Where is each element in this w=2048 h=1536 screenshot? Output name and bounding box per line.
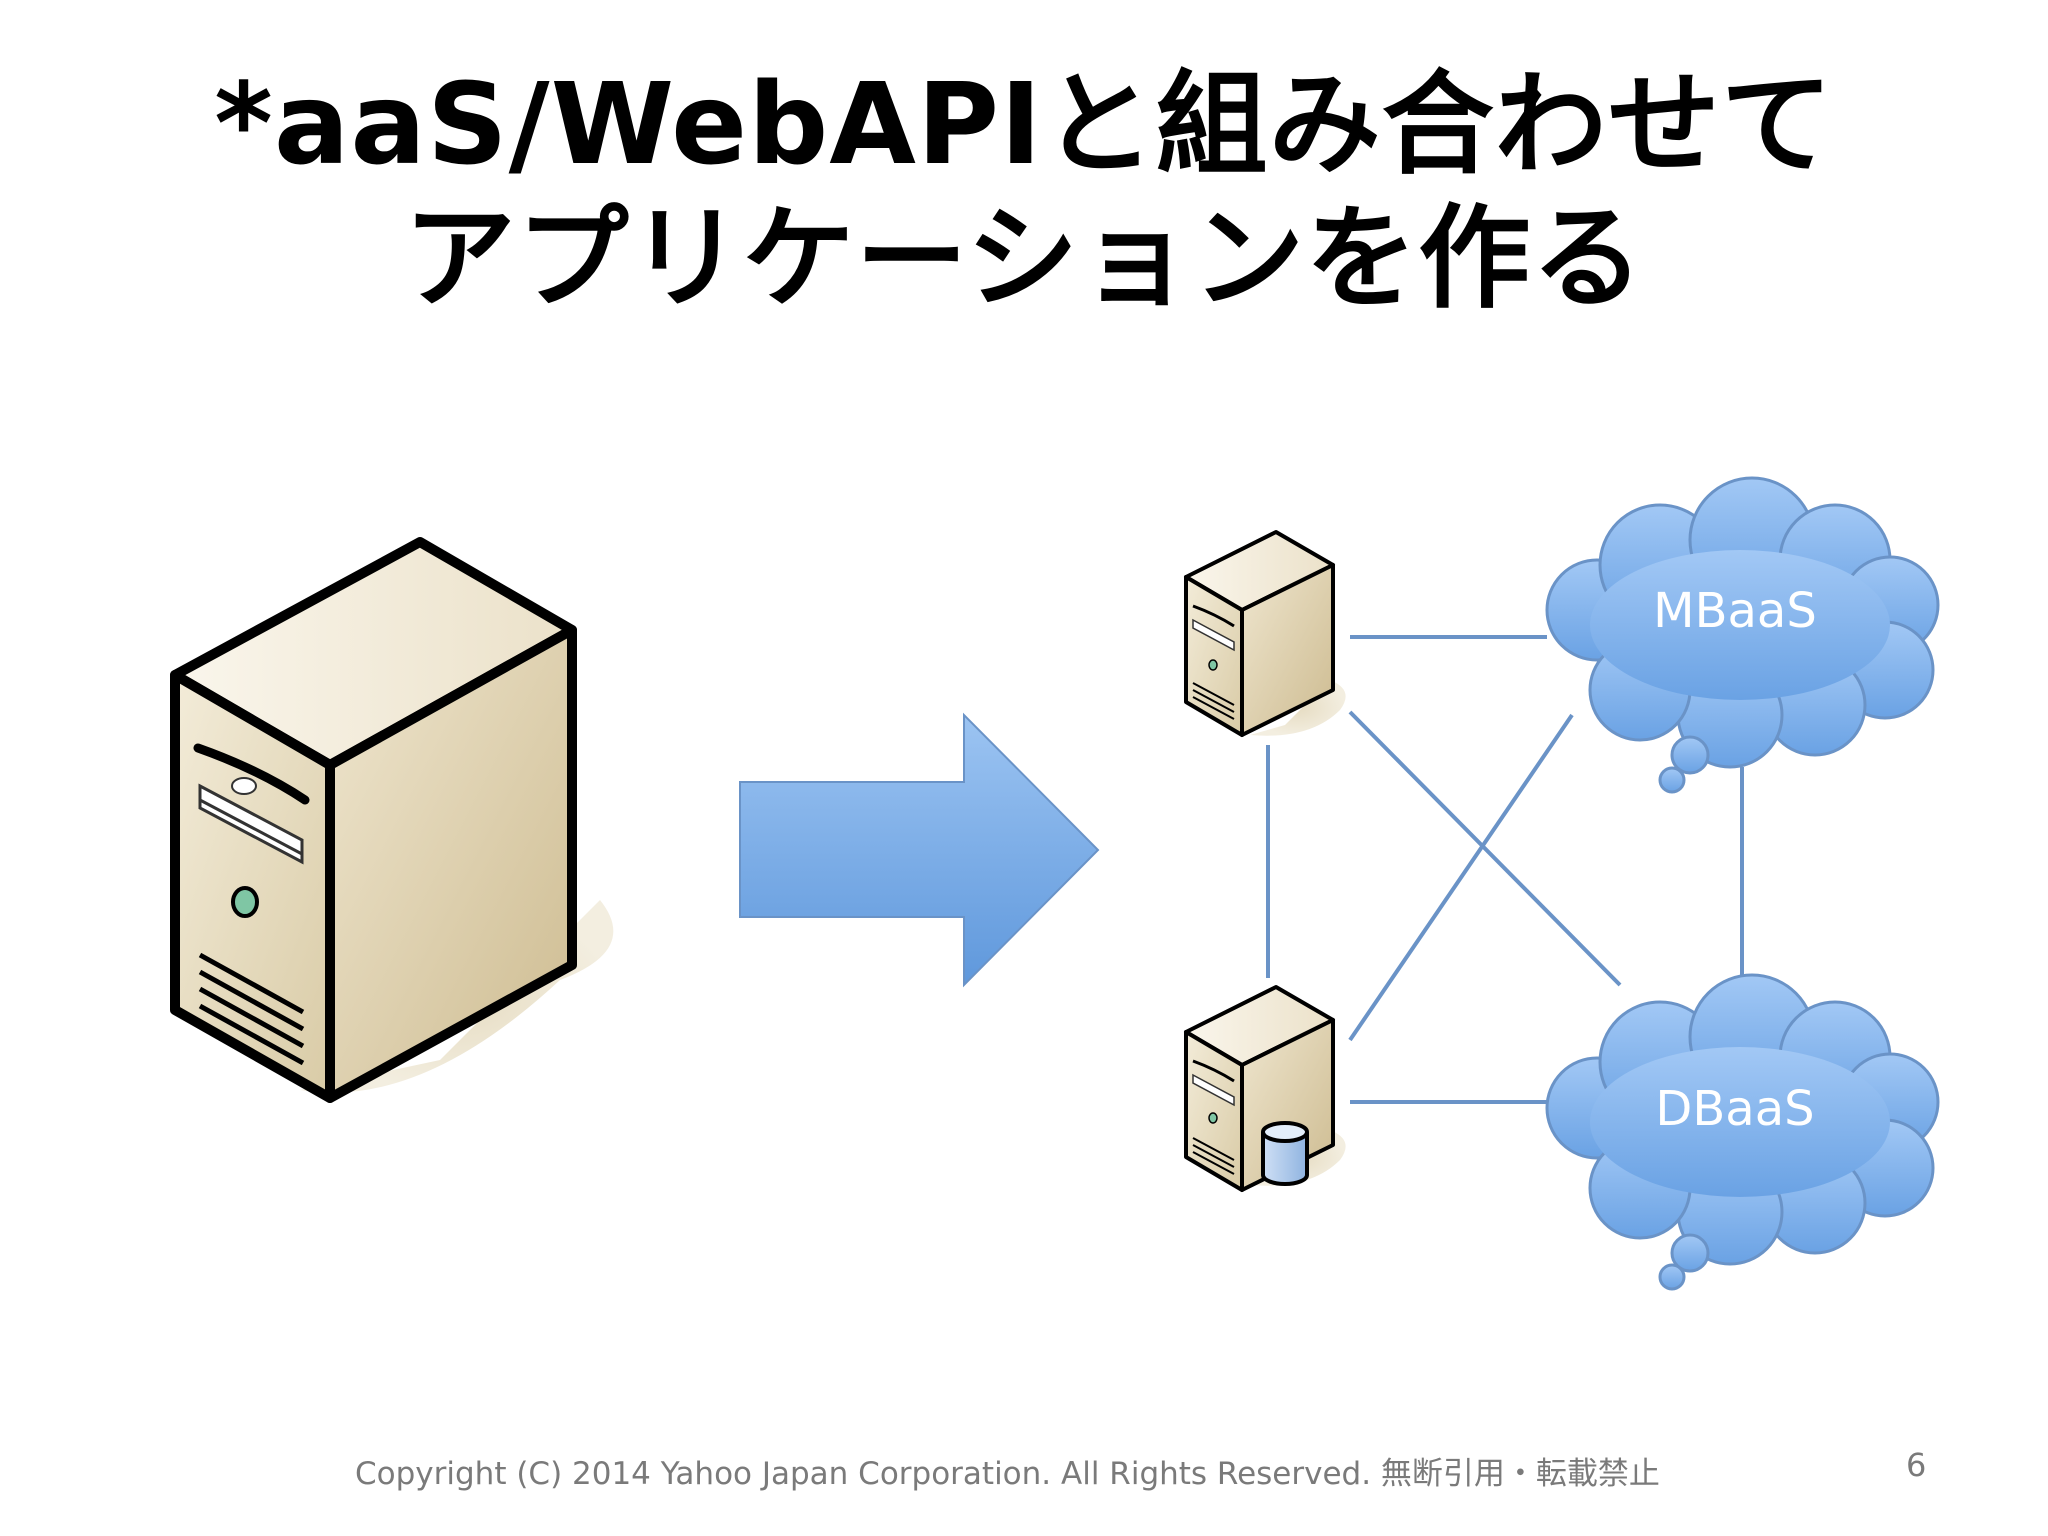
title-line-2: アプリケーションを作る [403,194,1645,324]
cloud-icon [1545,476,1940,794]
right-arrow-icon [739,712,1100,988]
cloud-dbaas: DBaaS [1545,973,1940,1291]
page-number: 6 [1906,1446,1927,1484]
cloud-label-mbaas: MBaaS [1653,583,1817,639]
database-cylinder-icon [1261,1121,1309,1186]
cloud-icon [1545,973,1940,1291]
title-line-1: *aaS/WebAPIと組み合わせて [214,60,1834,190]
cloud-mbaas: MBaaS [1545,476,1940,794]
cloud-label-dbaas: DBaaS [1655,1081,1814,1137]
database-server-icon [1184,985,1346,1192]
large-server-icon [170,537,614,1103]
small-server-icon [1184,530,1346,737]
slide-title: *aaS/WebAPIと組み合わせて アプリケーションを作る [0,58,2048,326]
connector-lines [1266,635,1744,1104]
copyright-footer: Copyright (C) 2014 Yahoo Japan Corporati… [355,1456,1660,1492]
